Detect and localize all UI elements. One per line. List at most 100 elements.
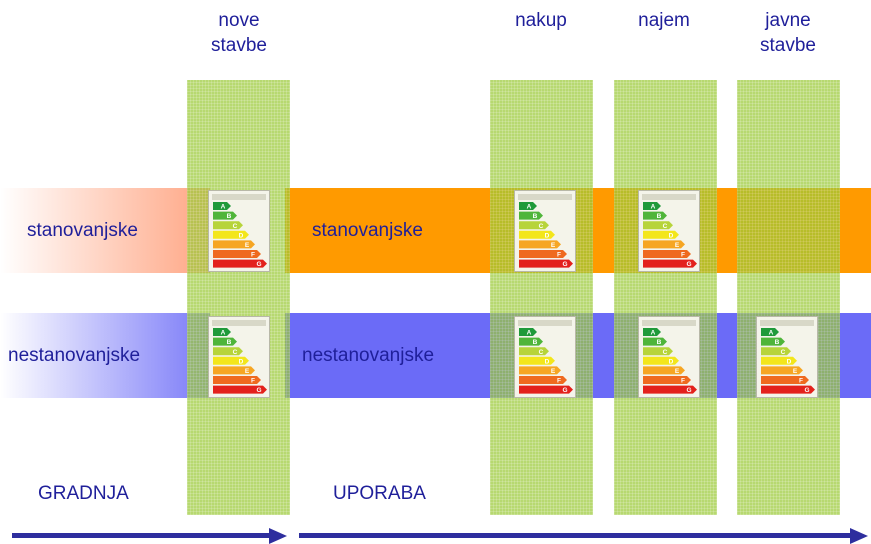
energy-class-bar: F <box>519 376 567 385</box>
energy-class-bar: G <box>761 385 815 394</box>
energy-class-letter: G <box>804 387 809 394</box>
energy-class-bar: C <box>761 347 791 356</box>
energy-class-bar: A <box>643 202 661 211</box>
energy-class-letter: D <box>669 358 674 365</box>
energy-label-header <box>642 320 696 326</box>
energy-class-letter: B <box>227 339 232 346</box>
energy-class-bar: C <box>213 221 243 230</box>
nonresidential-row-fade <box>0 313 210 398</box>
energy-class-bar: F <box>761 376 809 385</box>
energy-class-letter: F <box>557 378 561 385</box>
energy-class-letter: C <box>663 349 668 356</box>
energy-class-bar: D <box>519 230 555 239</box>
residential-label-use: stanovanjske <box>312 220 423 241</box>
energy-label-header <box>642 194 696 200</box>
energy-class-bar: C <box>213 347 243 356</box>
energy-class-letter: F <box>681 252 685 259</box>
energy-class-letter: A <box>769 330 774 337</box>
energy-class-letter: E <box>551 368 556 375</box>
energy-class-bar: E <box>519 240 561 249</box>
energy-class-letter: G <box>686 387 691 394</box>
energy-class-letter: B <box>533 213 538 220</box>
energy-class-letter: A <box>221 330 226 337</box>
column-heading-rental: najem <box>638 10 690 31</box>
energy-class-bar: G <box>213 385 267 394</box>
energy-class-bar: C <box>643 347 673 356</box>
use-arrow-line <box>299 533 851 538</box>
column-new-buildings <box>187 80 290 515</box>
arrow-head-icon <box>269 528 287 544</box>
energy-class-letter: C <box>233 223 238 230</box>
energy-class-letter: E <box>245 368 250 375</box>
construction-arrow-line <box>12 533 270 538</box>
energy-class-letter: G <box>256 387 261 394</box>
energy-class-bar: B <box>213 337 237 346</box>
energy-label-header <box>760 320 814 326</box>
energy-class-letter: A <box>651 330 656 337</box>
column-public-buildings <box>737 80 840 515</box>
energy-class-letter: E <box>551 242 556 249</box>
column-heading-line: stavbe <box>211 35 267 56</box>
energy-class-letter: E <box>675 368 680 375</box>
energy-class-bar: E <box>761 366 803 375</box>
energy-class-bar: D <box>643 230 679 239</box>
residential-label-construction: stanovanjske <box>27 220 138 241</box>
energy-class-letter: G <box>686 261 691 268</box>
energy-label-header <box>212 320 266 326</box>
energy-class-letter: G <box>256 261 261 268</box>
energy-class-letter: B <box>657 213 662 220</box>
energy-class-letter: F <box>251 252 255 259</box>
energy-class-bar: F <box>213 250 261 259</box>
energy-class-bar: G <box>643 385 697 394</box>
energy-class-bar: A <box>519 202 537 211</box>
energy-class-bar: D <box>761 356 797 365</box>
energy-class-letter: F <box>681 378 685 385</box>
energy-class-bar: F <box>213 376 261 385</box>
energy-class-bar: G <box>519 259 573 268</box>
energy-class-letter: C <box>781 349 786 356</box>
energy-class-bar: B <box>519 337 543 346</box>
energy-class-bar: B <box>643 337 667 346</box>
energy-class-letter: A <box>527 204 532 211</box>
energy-class-letter: A <box>221 204 226 211</box>
energy-class-bar: F <box>519 250 567 259</box>
energy-class-letter: C <box>539 349 544 356</box>
energy-class-bar: C <box>519 221 549 230</box>
energy-class-letter: D <box>787 358 792 365</box>
column-rental <box>614 80 717 515</box>
energy-class-bar: D <box>213 356 249 365</box>
column-heading-line: javne <box>765 10 811 31</box>
energy-class-letter: D <box>669 232 674 239</box>
column-heading-public-buildings: javne stavbe <box>733 8 843 58</box>
energy-class-letter: C <box>663 223 668 230</box>
energy-class-bar: E <box>213 366 255 375</box>
energy-class-letter: A <box>527 330 532 337</box>
energy-class-bar: G <box>643 259 697 268</box>
nonresidential-label-construction: nestanovanjske <box>8 345 141 366</box>
energy-class-letter: F <box>799 378 803 385</box>
energy-class-bar: C <box>519 347 549 356</box>
energy-class-bar: F <box>643 250 691 259</box>
energy-class-bar: E <box>643 366 685 375</box>
energy-class-bar: D <box>519 356 555 365</box>
energy-class-bar: G <box>519 385 573 394</box>
energy-class-bar: B <box>213 211 237 220</box>
column-heading-new-buildings: nove stavbe <box>184 8 294 58</box>
energy-class-letter: E <box>245 242 250 249</box>
energy-class-bar: G <box>213 259 267 268</box>
phase-use-label: UPORABA <box>333 483 426 504</box>
energy-class-letter: B <box>775 339 780 346</box>
energy-class-bar: A <box>643 328 661 337</box>
energy-class-bar: C <box>643 221 673 230</box>
energy-class-letter: B <box>533 339 538 346</box>
energy-class-letter: C <box>233 349 238 356</box>
column-heading-purchase: nakup <box>515 10 567 31</box>
energy-class-letter: D <box>545 232 550 239</box>
energy-class-bar: D <box>213 230 249 239</box>
energy-class-bar: B <box>519 211 543 220</box>
energy-class-letter: G <box>562 261 567 268</box>
